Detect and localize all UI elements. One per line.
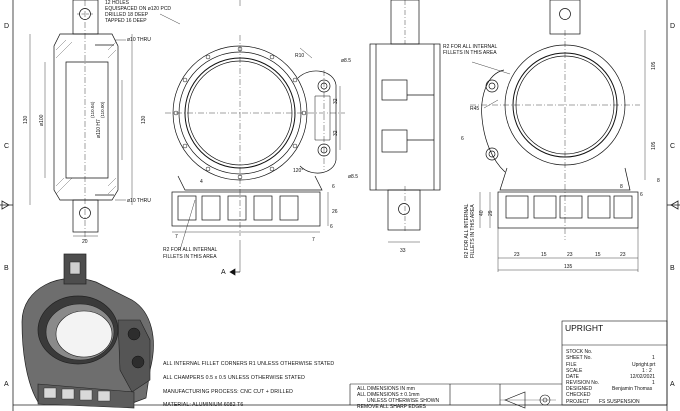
fillet-note-line: R2 FOR ALL INTERNAL (443, 44, 497, 50)
dim-label: 105 (651, 141, 657, 150)
fillet-note-line: R2 FOR ALL INTERNAL (163, 247, 217, 253)
right-view-labels: R2 FOR ALL INTERNAL FILLETS IN THIS AREA… (443, 44, 660, 270)
zone-letter: B (4, 265, 9, 272)
zone-letter: A (670, 381, 675, 388)
zone-letter: C (4, 143, 9, 150)
dim-label: 32 (333, 130, 339, 136)
tb-label: DATE (566, 374, 579, 380)
tb-label: SHEET No. (566, 355, 592, 361)
section-label: A (221, 269, 226, 276)
top-view-labels: 33 (400, 248, 406, 254)
dim-label: 32 (333, 98, 339, 104)
dim-label: 8 (657, 178, 660, 184)
dim-label: 7 (175, 234, 178, 240)
dim-label: 29 (488, 210, 494, 216)
dim-label: 23 (514, 252, 520, 258)
tb-label: STOCK No. (566, 349, 593, 355)
dim-label: 4 (200, 179, 203, 185)
top-view (369, 0, 441, 243)
zone-letter: B (670, 265, 675, 272)
fillet-note-line: FILLETS IN THIS AREA (443, 50, 497, 56)
dim-label: 130 (141, 115, 147, 124)
note-line: ALL CHAMPERS 0.5 x 0.5 UNLESS OTHERWISE … (163, 375, 305, 381)
zone-letter: D (4, 23, 9, 30)
title-block-frame (349, 320, 668, 406)
tb-value: Benjamin Thomas (612, 386, 653, 392)
side-view-labels: R10 ø8.5 32 32 ø8.5 6 26 120° 4 7 7 6 R2… (163, 53, 358, 276)
dim-label: 20 (82, 239, 88, 245)
zone-letters-left: D C B A (4, 23, 9, 388)
dim-label: 40 (479, 210, 485, 216)
tb-value: 12/02/2021 (630, 374, 656, 380)
dim-label: 15 (541, 252, 547, 258)
dim-label: ø8.5 (341, 58, 351, 64)
dim-label: 15 (595, 252, 601, 258)
zone-letter: C (670, 143, 675, 150)
dim-label: 135 (564, 264, 573, 270)
tb-value: 1 (652, 355, 655, 361)
front-section-view (29, 0, 181, 240)
side-view (165, 0, 345, 276)
note-line: ALL INTERNAL FILLET CORNERS R1 UNLESS OT… (163, 361, 335, 367)
dimension-note-line: UNLESS OTHERWISE SHOWN (367, 398, 440, 404)
isometric-render (21, 253, 154, 409)
drawing-title: UPRIGHT (565, 323, 604, 333)
tb-value: FS SUSPENSION (599, 399, 640, 405)
dim-label: 105 (651, 61, 657, 70)
zone-letters-right: D C B A (670, 23, 675, 388)
thru-hole-label: ø10 THRU (127, 198, 151, 204)
dim-label: 8 (620, 184, 623, 190)
dim-label: R10 (295, 53, 304, 59)
dim-label: 6 (330, 224, 333, 230)
dim-label: 130 (23, 115, 29, 124)
dim-label: ø110 H7 (96, 119, 102, 138)
dim-label: 120° (293, 168, 303, 174)
dim-label: ø8.5 (348, 174, 358, 180)
dimension-note-line: ALL DIMENSIONS ± 0.1mm (357, 392, 420, 398)
tb-label: CHECKED (566, 392, 591, 398)
note-line: MATERIAL: ALUMINIUM 6082 T6 (163, 402, 244, 408)
zone-letter: A (4, 381, 9, 388)
hole-callout-line: EQUISPACED ON ø120 PCD (105, 6, 171, 12)
tb-label: FILE (566, 362, 577, 368)
dim-label: 23 (567, 252, 573, 258)
dimension-note-line: REMOVE ALL SHARP EDGES (357, 404, 426, 410)
hole-callout-line: TAPPED 16 DEEP (105, 18, 147, 24)
front-view-labels: 12 HOLES EQUISPACED ON ø120 PCD DRILLED … (23, 0, 171, 245)
fillet-note-line: FILLETS IN THIS AREA (163, 254, 217, 260)
dim-label: 6 (461, 136, 464, 142)
dim-label: (110.04) (90, 101, 95, 118)
zone-letter: D (670, 23, 675, 30)
fillet-note-line: R2 FOR ALL INTERNAL (464, 204, 470, 258)
tb-label: SCALE (566, 368, 583, 374)
right-view (470, 0, 646, 272)
dim-label: 6 (332, 184, 335, 190)
tb-value: Upright.prt (632, 362, 656, 368)
dim-label: 7 (312, 237, 315, 243)
dim-label: 23 (620, 252, 626, 258)
fillet-note-line: FILLETS IN THIS AREA (470, 204, 476, 258)
hole-callout-line: 12 HOLES (105, 0, 130, 6)
tb-value: 1 : 2 (642, 368, 652, 374)
dimension-note-line: ALL DIMENSIONS IN mm (357, 386, 415, 392)
note-line: MANUFACTURING PROCESS: CNC CUT + DRILLED (163, 389, 294, 395)
dim-label: 6 (640, 192, 643, 198)
dim-label: R45 (470, 106, 479, 112)
tb-value: 1 (652, 380, 655, 386)
dim-label: (110.00) (100, 101, 105, 118)
thru-hole-label: ø10 THRU (127, 37, 151, 43)
hole-callout-line: DRILLED 18 DEEP (105, 12, 149, 18)
tb-label: PROJECT (566, 399, 590, 405)
dim-label: ø100 (39, 114, 45, 126)
dim-label: 33 (400, 248, 406, 254)
tb-label: DESIGNED (566, 386, 593, 392)
dim-label: 26 (332, 209, 338, 215)
tb-label: REVISION No. (566, 380, 600, 386)
projection-symbol (500, 391, 556, 409)
